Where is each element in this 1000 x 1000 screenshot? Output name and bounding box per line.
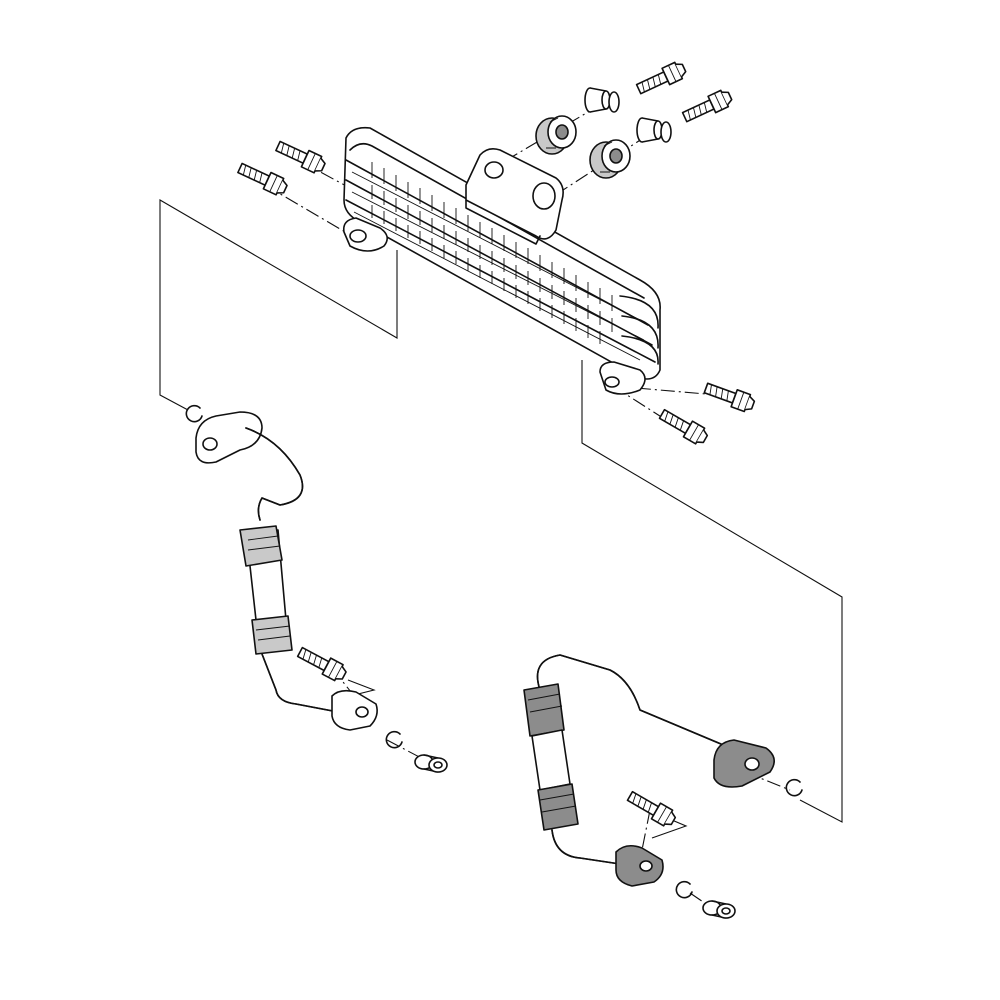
flange-bolt-clamp-right [624, 787, 679, 830]
dowel-pin-left [414, 754, 448, 773]
flange-bolt-bracket-2 [680, 87, 735, 127]
o-ring-pipe-right [675, 880, 693, 899]
dowel-pin-right [702, 900, 736, 919]
rubber-grommet-lower [589, 139, 631, 179]
mounting-bracket [465, 148, 564, 245]
oil-cooler [342, 126, 661, 395]
flange-bolt-cooler-2 [235, 159, 290, 199]
flange-bolt-clamp-left [294, 643, 350, 685]
rubber-grommet-upper [535, 115, 577, 155]
oil-pipe-right [523, 654, 775, 887]
o-ring-cooler-left [185, 404, 203, 423]
flange-bolt-bracket-1 [634, 59, 689, 99]
o-ring-cooler-right [785, 778, 803, 797]
o-ring-pipe-left [385, 730, 403, 749]
collar-lower [636, 117, 672, 143]
flange-bolt-cooler-1 [273, 137, 328, 177]
collar-upper [584, 87, 620, 113]
flange-bolt-cooler-4 [656, 405, 711, 448]
flange-bolt-cooler-3 [702, 378, 757, 415]
oil-pipe-left [195, 411, 378, 731]
